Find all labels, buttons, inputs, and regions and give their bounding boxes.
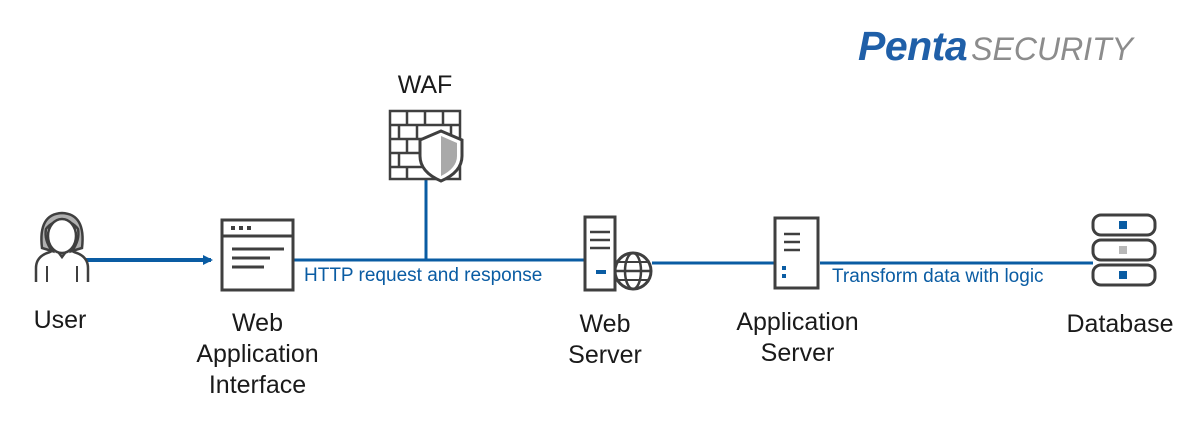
database-label: Database [1056, 309, 1184, 340]
web-app-interface-label: Web Application Interface [180, 308, 335, 401]
user-label: User [20, 305, 100, 336]
waf-label-text: WAF [397, 71, 453, 99]
web-app-interface-line-2: Application [196, 340, 319, 368]
web-server-line-1: Web [579, 310, 631, 338]
app-server-line-2: Server [760, 339, 835, 367]
web-server-label: Web Server [550, 309, 660, 371]
web-server-line-2: Server [568, 341, 642, 369]
web-server-globe-icon [583, 215, 653, 292]
browser-window-icon [220, 218, 295, 292]
logo-main-text: Penta [858, 23, 968, 69]
transform-edge-label: Transform data with logic [832, 266, 1044, 287]
app-server-line-1: Application [736, 308, 859, 336]
user-person-icon [34, 211, 90, 282]
database-stack-icon [1091, 213, 1157, 287]
web-app-interface-line-1: Web [232, 309, 283, 337]
application-server-icon [773, 216, 820, 290]
user-label-text: User [33, 306, 87, 334]
database-label-text: Database [1066, 310, 1174, 338]
logo-sub-text: SECURITY [971, 31, 1133, 67]
app-server-label: Application Server [720, 307, 875, 369]
waf-label: WAF [380, 70, 470, 101]
web-app-interface-line-3: Interface [208, 371, 307, 399]
http-edge-label: HTTP request and response [304, 265, 543, 286]
waf-firewall-icon [388, 109, 464, 183]
